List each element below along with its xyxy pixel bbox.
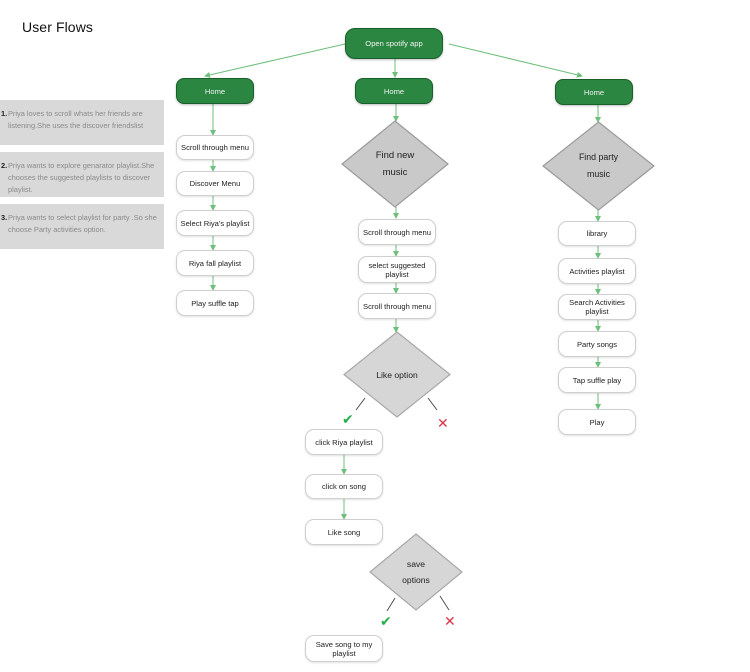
flow-note-1: 1. Priya loves to scroll whats her frien… — [0, 100, 164, 145]
page-title: User Flows — [22, 19, 94, 35]
flow1-step: Discover Menu — [176, 171, 254, 196]
flow1-step: Play suffle tap — [176, 290, 254, 316]
note-number: 2. — [1, 161, 8, 170]
flow3-step: Tap suffle play — [558, 367, 636, 393]
home-node-flow1: Home — [176, 78, 254, 104]
connector-start-home1 — [204, 43, 346, 78]
decision-save-options: save options — [369, 533, 463, 611]
flow2-yes-step: click Riya playlist — [305, 429, 383, 455]
flow3-step: Play — [558, 409, 636, 435]
decision-find-new-music: Find new music — [341, 120, 449, 208]
start-node-open-spotify: Open spotify app — [345, 28, 443, 59]
connector-start-home3 — [448, 43, 583, 78]
decision-label-line: music — [382, 167, 408, 178]
note-number: 3. — [1, 213, 8, 222]
branch-no-line — [427, 397, 438, 411]
no-cross-icon: ✕ — [444, 613, 456, 629]
flow2-step: Scroll through menu — [358, 293, 436, 319]
note-number: 1. — [1, 109, 8, 118]
note-text: Priya wants to select playlist for party… — [8, 213, 157, 234]
flow2-step: Scroll through menu — [358, 219, 436, 245]
flow1-step: Riya fall playlist — [176, 250, 254, 276]
decision-label-line: music — [587, 169, 610, 179]
flow3-step: Search Activities playlist — [558, 294, 636, 320]
decision-find-party-music: Find party music — [542, 121, 655, 211]
flow3-step: Activities playlist — [558, 258, 636, 284]
flow2-yes-step: Like song — [305, 519, 383, 545]
yes-check-icon: ✔ — [380, 613, 392, 629]
decision-shape — [542, 121, 655, 211]
flow3-step: Party songs — [558, 331, 636, 357]
flow3-step: library — [558, 221, 636, 246]
home-node-flow3: Home — [555, 79, 633, 105]
flow2-final-step: Save song to my playlist — [305, 635, 383, 662]
flow1-step: Scroll through menu — [176, 135, 254, 160]
decision-label-line: Find new — [375, 150, 415, 161]
decision-shape — [369, 533, 463, 611]
branch-no-line — [439, 595, 450, 611]
note-text: Priya wants to explore genarator playlis… — [8, 161, 155, 194]
decision-label-line: save — [406, 559, 426, 569]
flow2-yes-step: click on song — [305, 474, 383, 499]
decision-like-option: Like option — [343, 331, 451, 418]
decision-label: Like option — [376, 369, 418, 380]
flow-note-3: 3. Priya wants to select playlist for pa… — [0, 204, 164, 249]
decision-shape — [341, 120, 449, 208]
flow-note-2: 2. Priya wants to explore genarator play… — [0, 152, 164, 197]
yes-check-icon: ✔ — [342, 411, 354, 427]
decision-label-line: options — [402, 575, 430, 585]
no-cross-icon: ✕ — [437, 415, 449, 431]
flow1-step: Select Riya's playlist — [176, 210, 254, 236]
decision-shape — [343, 331, 451, 418]
decision-label-line: Find party — [578, 152, 619, 162]
note-text: Priya loves to scroll whats her friends … — [8, 109, 144, 130]
branch-yes-line — [355, 397, 366, 411]
branch-yes-line — [386, 597, 396, 612]
home-node-flow2: Home — [355, 78, 433, 104]
flow2-step: select suggested playlist — [358, 256, 436, 283]
